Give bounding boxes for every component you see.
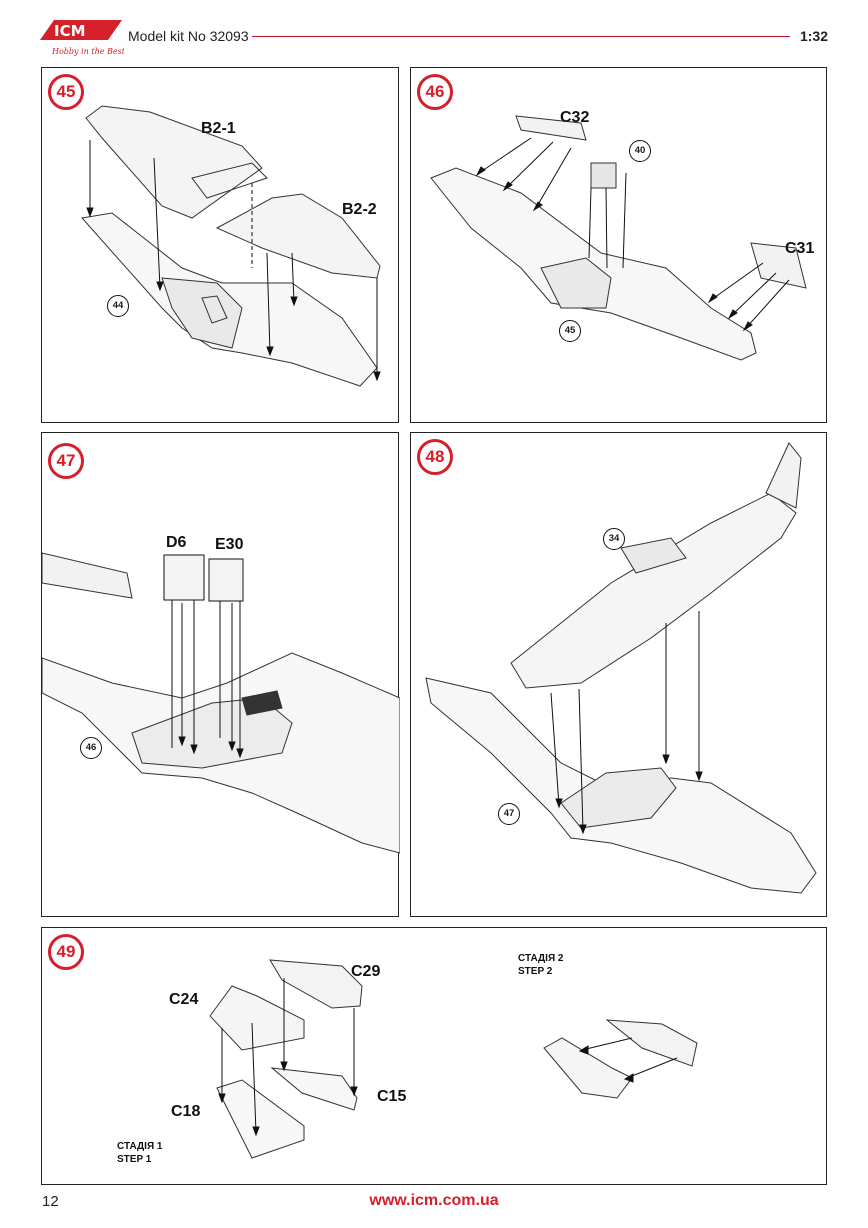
step-46-diagram	[430, 115, 807, 361]
part-label: C29	[351, 963, 381, 980]
page-header: ICM Hobby in the Best Model kit No 32093…	[0, 0, 868, 60]
scale-label: 1:32	[799, 28, 828, 44]
part-label: B2-2	[342, 201, 377, 218]
step-reference: 47	[498, 803, 520, 825]
part-label: C24	[169, 991, 199, 1008]
part-label: E30	[215, 536, 244, 553]
icm-logo: ICM Hobby in the Best	[40, 20, 124, 56]
part-label: D6	[166, 534, 187, 551]
step-47-panel: 47 D6 E30 46	[41, 432, 400, 917]
stage-2-en: STEP 2	[518, 966, 553, 977]
step-badge: 46	[417, 74, 453, 110]
step-48-panel: 48 34 47	[410, 432, 827, 917]
stage-2-ua: СТАДІЯ 2	[518, 953, 564, 964]
part-label: B2-1	[201, 120, 236, 137]
step-reference: 40	[629, 140, 651, 162]
part-label: C15	[377, 1088, 407, 1105]
step-reference: 34	[603, 528, 625, 550]
step-badge: 47	[48, 443, 84, 479]
header-rule	[252, 36, 790, 37]
step-45-diagram	[81, 105, 381, 387]
stage-1-en: STEP 1	[117, 1154, 152, 1165]
part-label: C32	[560, 109, 590, 126]
stage-2-label: СТАДІЯ 2 STEP 2	[518, 952, 563, 978]
svg-text:ICM: ICM	[54, 22, 86, 40]
part-label: C18	[171, 1103, 201, 1120]
step-badge: 45	[48, 74, 84, 110]
kit-number: Model kit No 32093	[128, 28, 249, 44]
website-link[interactable]: www.icm.com.ua	[369, 1192, 499, 1209]
stage-1-label: СТАДІЯ 1 STEP 1	[117, 1140, 162, 1166]
step-badge: 49	[48, 934, 84, 970]
stage-1-ua: СТАДІЯ 1	[117, 1141, 163, 1152]
step-reference: 44	[107, 295, 129, 317]
step-reference: 46	[80, 737, 102, 759]
part-label: C31	[785, 240, 815, 257]
step-49-diagram	[209, 959, 698, 1159]
step-47-diagram	[42, 552, 400, 854]
svg-text:Hobby in the Best: Hobby in the Best	[51, 47, 124, 56]
step-badge: 48	[417, 439, 453, 475]
step-49-panel: 49 C29 C24 C18 C15 СТАДІЯ 1 STEP 1 СТАДІ…	[41, 927, 827, 1185]
step-48-diagram	[425, 442, 817, 894]
step-45-panel: 45 B2-1 B2-2 44	[41, 67, 399, 423]
step-46-panel: 46 C32 C31 40 45	[410, 67, 827, 423]
step-reference: 45	[559, 320, 581, 342]
page-number: 12	[42, 1193, 59, 1210]
